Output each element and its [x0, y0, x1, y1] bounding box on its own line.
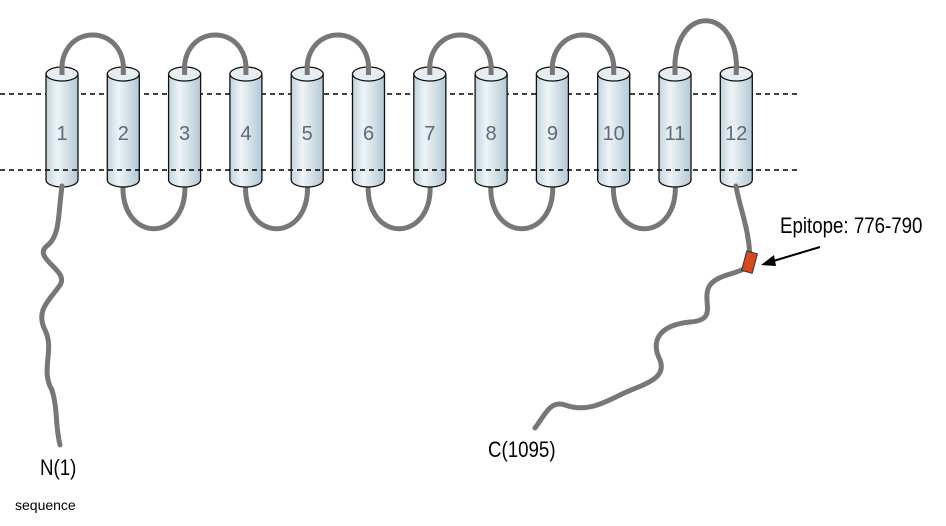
helix-number: 2	[118, 123, 129, 145]
helix-number: 11	[665, 123, 686, 145]
helix-4: 4	[229, 66, 263, 188]
c-terminal-tail	[532, 183, 753, 431]
n-terminus-label: N(1)	[40, 455, 77, 480]
epitope-marker	[740, 250, 758, 274]
helix-number: 1	[56, 123, 67, 145]
helix-7: 7	[413, 66, 447, 188]
helix-number: 5	[302, 123, 313, 145]
extracellular-loop	[182, 32, 249, 77]
helix-number: 12	[725, 123, 747, 145]
chain-loops	[59, 18, 739, 232]
helix-9: 9	[535, 66, 570, 188]
helix-6: 6	[351, 66, 386, 188]
extracellular-loop	[59, 32, 126, 77]
intracellular-loop	[365, 177, 433, 232]
extracellular-loop	[427, 32, 494, 77]
helix-5: 5	[290, 66, 324, 188]
sequence-caption: sequence	[15, 497, 76, 513]
helix-3: 3	[167, 66, 202, 188]
epitope-arrow	[769, 246, 821, 263]
intracellular-loop	[611, 177, 678, 232]
helix-number: 10	[603, 123, 625, 145]
epitope-arrowhead	[761, 255, 776, 266]
extracellular-loop	[304, 32, 372, 77]
helix-11: 11	[658, 66, 692, 188]
helix-2: 2	[106, 66, 140, 188]
intracellular-loop	[243, 177, 310, 232]
helix-10: 10	[597, 66, 631, 188]
intracellular-loop	[120, 177, 188, 232]
extracellular-loop	[549, 32, 617, 77]
n-terminal-tail	[39, 183, 65, 448]
helix-number: 6	[363, 123, 374, 145]
helix-number: 7	[424, 123, 435, 145]
c-terminus-label: C(1095)	[488, 437, 556, 462]
helix-1: 1	[45, 66, 79, 188]
helix-12: 12	[719, 66, 753, 188]
helix-number: 9	[547, 123, 558, 145]
helix-8: 8	[474, 66, 508, 188]
helix-number: 4	[240, 123, 251, 145]
epitope-label: Epitope: 776-790	[780, 213, 923, 238]
intracellular-loop	[488, 177, 556, 232]
helix-number: 3	[179, 123, 190, 145]
helix-number: 8	[486, 123, 497, 145]
extracellular-loop	[672, 18, 739, 77]
